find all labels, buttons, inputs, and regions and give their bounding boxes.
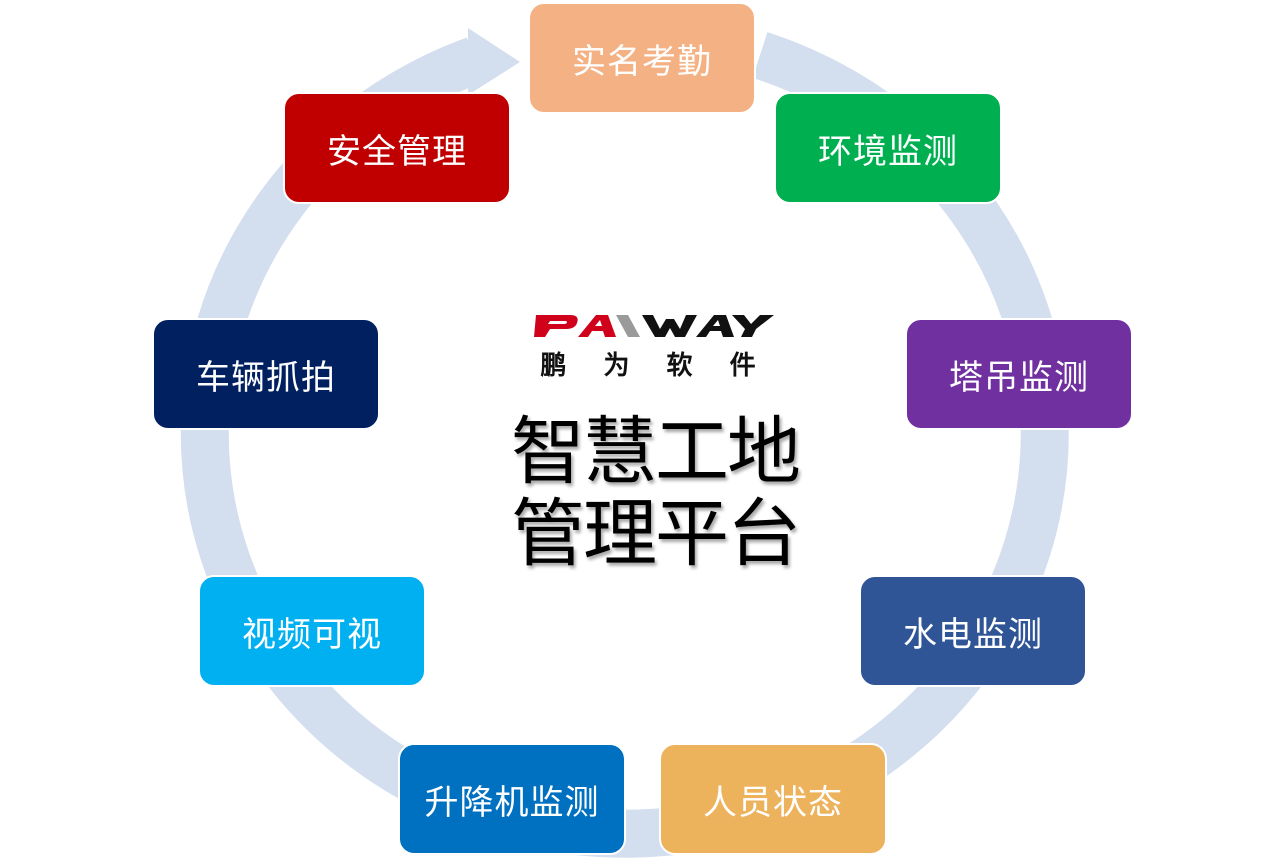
node-real-name-attendance[interactable]: 实名考勤 (528, 2, 756, 114)
node-water-electricity-monitoring[interactable]: 水电监测 (859, 575, 1087, 687)
node-safety-management[interactable]: 安全管理 (283, 92, 511, 204)
platform-title-line2: 管理平台 (511, 491, 801, 577)
node-elevator-monitoring[interactable]: 升降机监测 (398, 743, 626, 855)
platform-title-line1: 智慧工地 (511, 409, 801, 495)
node-environment-monitoring[interactable]: 环境监测 (774, 92, 1002, 204)
cycle-arc (180, 32, 1069, 858)
pavay-logo: 鹏 为 软 件 (530, 305, 780, 385)
logo-wordmark (530, 305, 780, 345)
logo-wordmark-graphic (534, 315, 774, 337)
logo-subtitle: 鹏 为 软 件 (540, 351, 770, 381)
cycle-arrowhead (468, 28, 520, 95)
node-tower-crane-monitoring[interactable]: 塔吊监测 (905, 318, 1133, 430)
node-personnel-status[interactable]: 人员状态 (659, 743, 887, 855)
node-video-visualization[interactable]: 视频可视 (198, 575, 426, 687)
node-vehicle-capture[interactable]: 车辆抓拍 (152, 318, 380, 430)
